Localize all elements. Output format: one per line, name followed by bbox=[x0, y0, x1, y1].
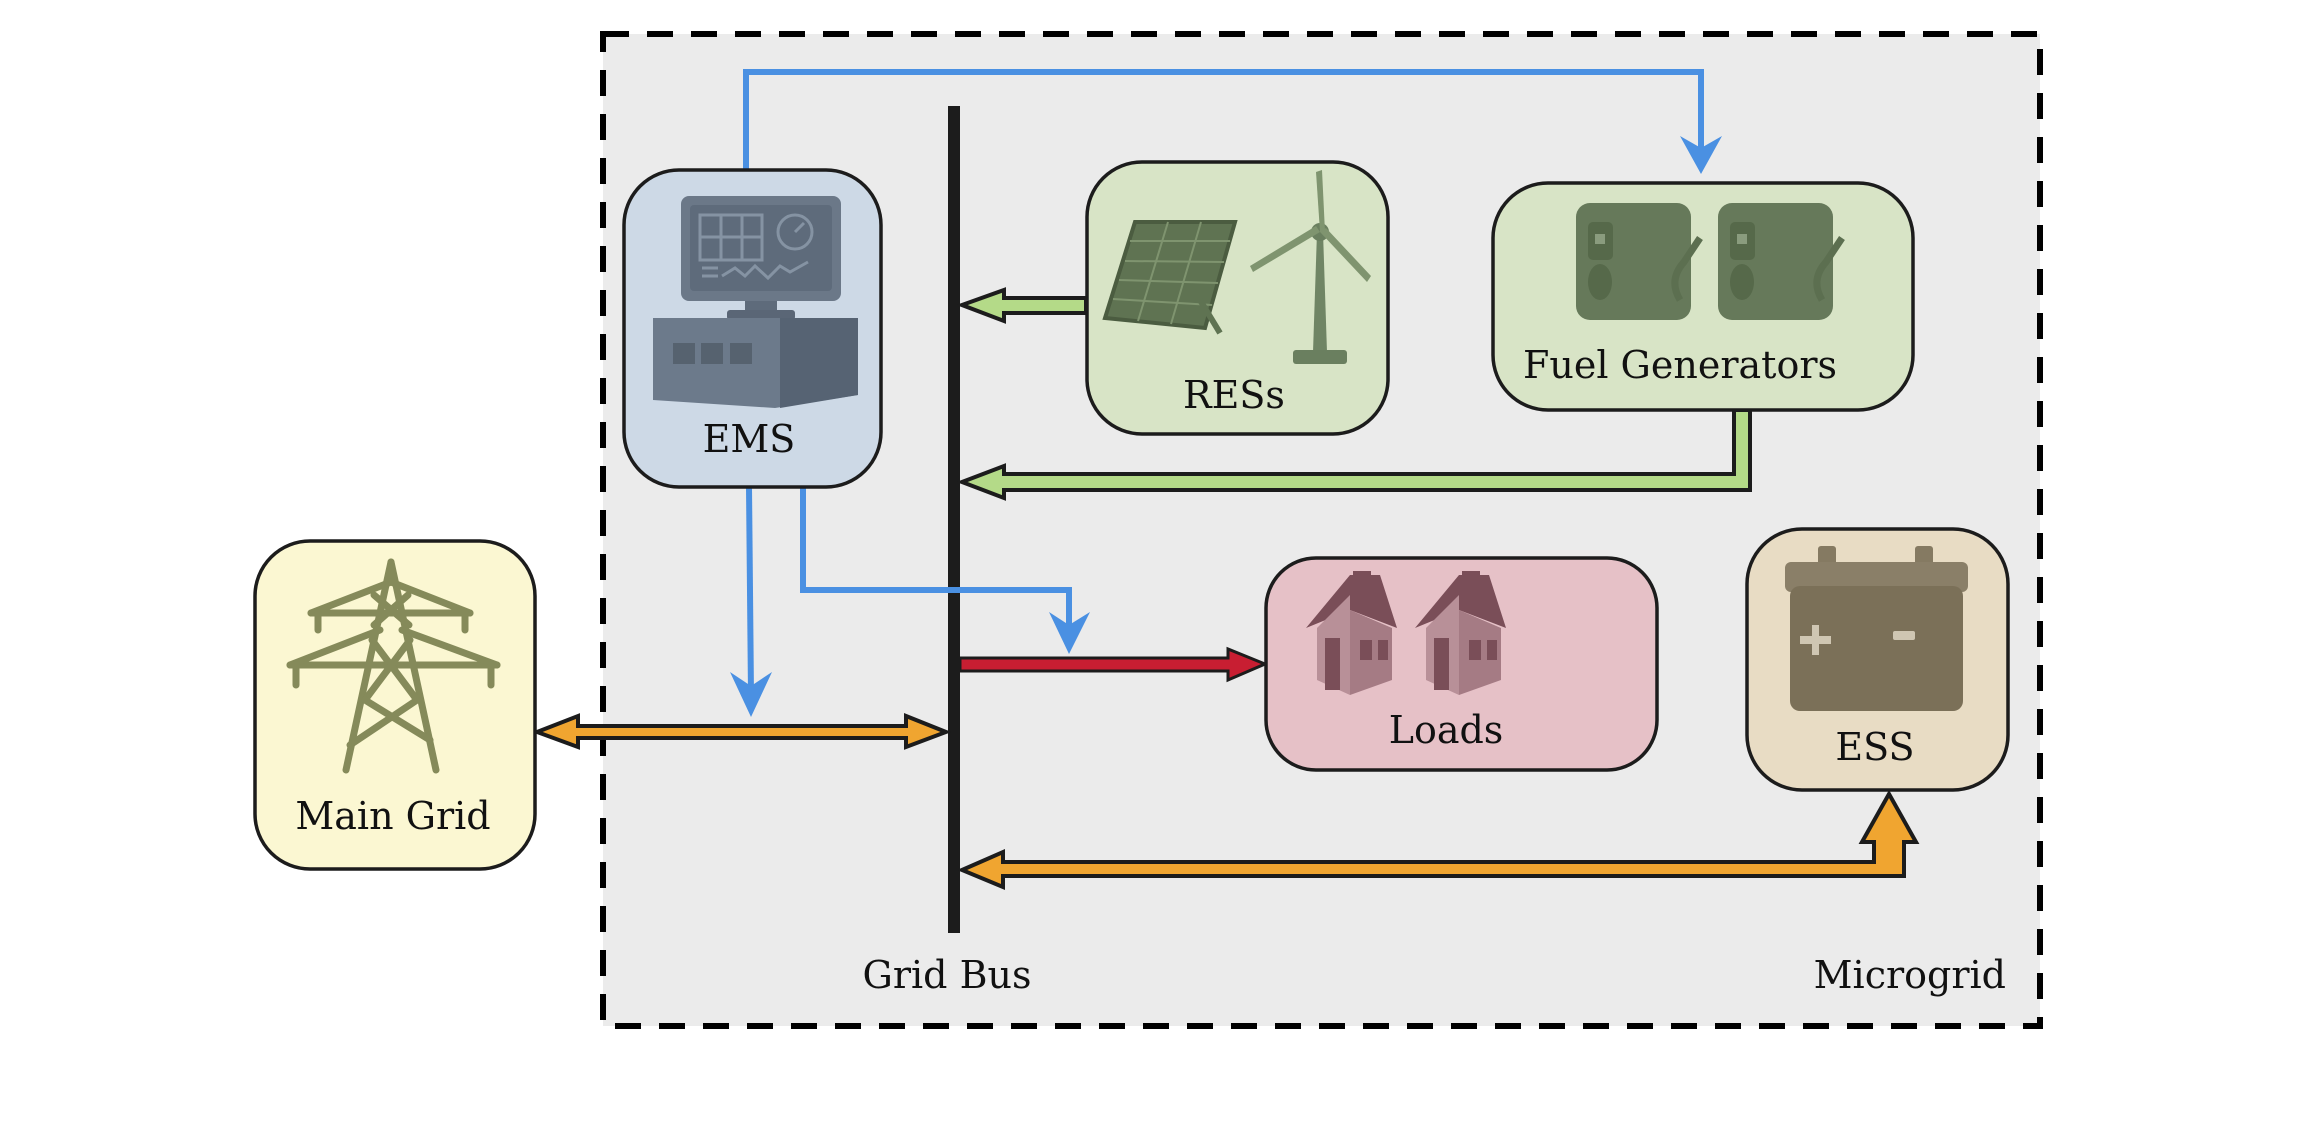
ess-label: ESS bbox=[1835, 725, 1914, 769]
grid-bus bbox=[948, 106, 960, 933]
control-line-ems-to-loads-link bbox=[800, 487, 1090, 654]
node-fuel-generators[interactable]: Fuel Generators bbox=[1491, 181, 1915, 412]
control-line-ems-to-fuel bbox=[743, 69, 1722, 174]
house-icon bbox=[1306, 571, 1506, 695]
node-main-grid[interactable]: Main Grid bbox=[253, 539, 537, 871]
battery-icon bbox=[1785, 546, 1968, 711]
microgrid-label: Microgrid bbox=[1814, 953, 2006, 997]
power-arrow-main-grid-bus bbox=[531, 713, 952, 750]
power-arrow-bus-to-loads bbox=[958, 646, 1269, 683]
res-label: RESs bbox=[1183, 373, 1285, 417]
wind-turbine-icon bbox=[1250, 170, 1371, 364]
node-loads[interactable]: Loads bbox=[1264, 556, 1659, 772]
solar-panel-icon bbox=[1102, 220, 1238, 335]
transmission-tower-icon bbox=[286, 558, 501, 774]
control-computer-icon bbox=[653, 196, 858, 408]
node-res[interactable]: RESs bbox=[1085, 160, 1390, 436]
fuel-generator-icon bbox=[1576, 203, 1845, 320]
node-ess[interactable]: ESS bbox=[1745, 527, 2010, 792]
ems-label: EMS bbox=[703, 417, 796, 461]
node-ems[interactable]: EMS bbox=[622, 168, 883, 489]
main-grid-label: Main Grid bbox=[295, 794, 490, 838]
control-line-ems-to-main-grid-link bbox=[730, 486, 772, 717]
fuel-generators-label: Fuel Generators bbox=[1523, 343, 1837, 387]
grid-bus-label: Grid Bus bbox=[863, 953, 1032, 997]
power-arrow-ess-bus bbox=[956, 789, 1920, 890]
loads-label: Loads bbox=[1389, 708, 1504, 752]
